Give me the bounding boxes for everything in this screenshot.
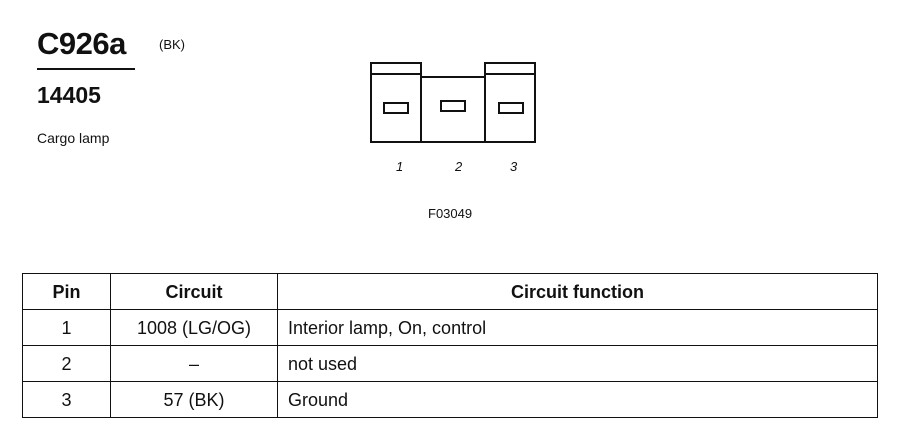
header-circuit-function: Circuit function bbox=[277, 273, 878, 310]
header-circuit: Circuit bbox=[110, 273, 278, 310]
header-pin: Pin bbox=[22, 273, 111, 310]
function-cell: Ground bbox=[277, 381, 878, 418]
function-cell: Interior lamp, On, control bbox=[277, 309, 878, 346]
function-cell: not used bbox=[277, 345, 878, 382]
terminal-slot-3 bbox=[498, 102, 524, 114]
pin-cell: 1 bbox=[22, 309, 111, 346]
connector-face-diagram bbox=[370, 62, 536, 143]
pin-cell: 2 bbox=[22, 345, 111, 382]
pinout-table: Pin Circuit Circuit function 1 1008 (LG/… bbox=[22, 273, 878, 418]
connector-description: Cargo lamp bbox=[37, 130, 110, 146]
pin-cell: 3 bbox=[22, 381, 111, 418]
part-number: 14405 bbox=[37, 82, 101, 108]
cavity-2-housing bbox=[421, 76, 486, 143]
cavity-3-housing bbox=[484, 62, 536, 143]
circuit-cell: 1008 (LG/OG) bbox=[110, 309, 278, 346]
table-row: 3 57 (BK) Ground bbox=[22, 381, 878, 418]
connector-id: C926a bbox=[37, 26, 126, 61]
table-row: 2 – not used bbox=[22, 345, 878, 382]
table-header-row: Pin Circuit Circuit function bbox=[22, 273, 878, 310]
pin-label-2: 2 bbox=[455, 159, 463, 174]
terminal-slot-2 bbox=[440, 100, 466, 112]
title-underline bbox=[37, 68, 135, 70]
terminal-slots bbox=[383, 100, 524, 114]
pin-label-3: 3 bbox=[510, 159, 518, 174]
connector-color-code: (BK) bbox=[159, 37, 185, 52]
circuit-cell: 57 (BK) bbox=[110, 381, 278, 418]
cavity-1-housing bbox=[370, 62, 422, 143]
pin-label-1: 1 bbox=[396, 159, 404, 174]
figure-code: F03049 bbox=[428, 206, 473, 221]
circuit-cell: – bbox=[110, 345, 278, 382]
connector-housing bbox=[370, 62, 536, 143]
terminal-slot-1 bbox=[383, 102, 409, 114]
table-row: 1 1008 (LG/OG) Interior lamp, On, contro… bbox=[22, 309, 878, 346]
